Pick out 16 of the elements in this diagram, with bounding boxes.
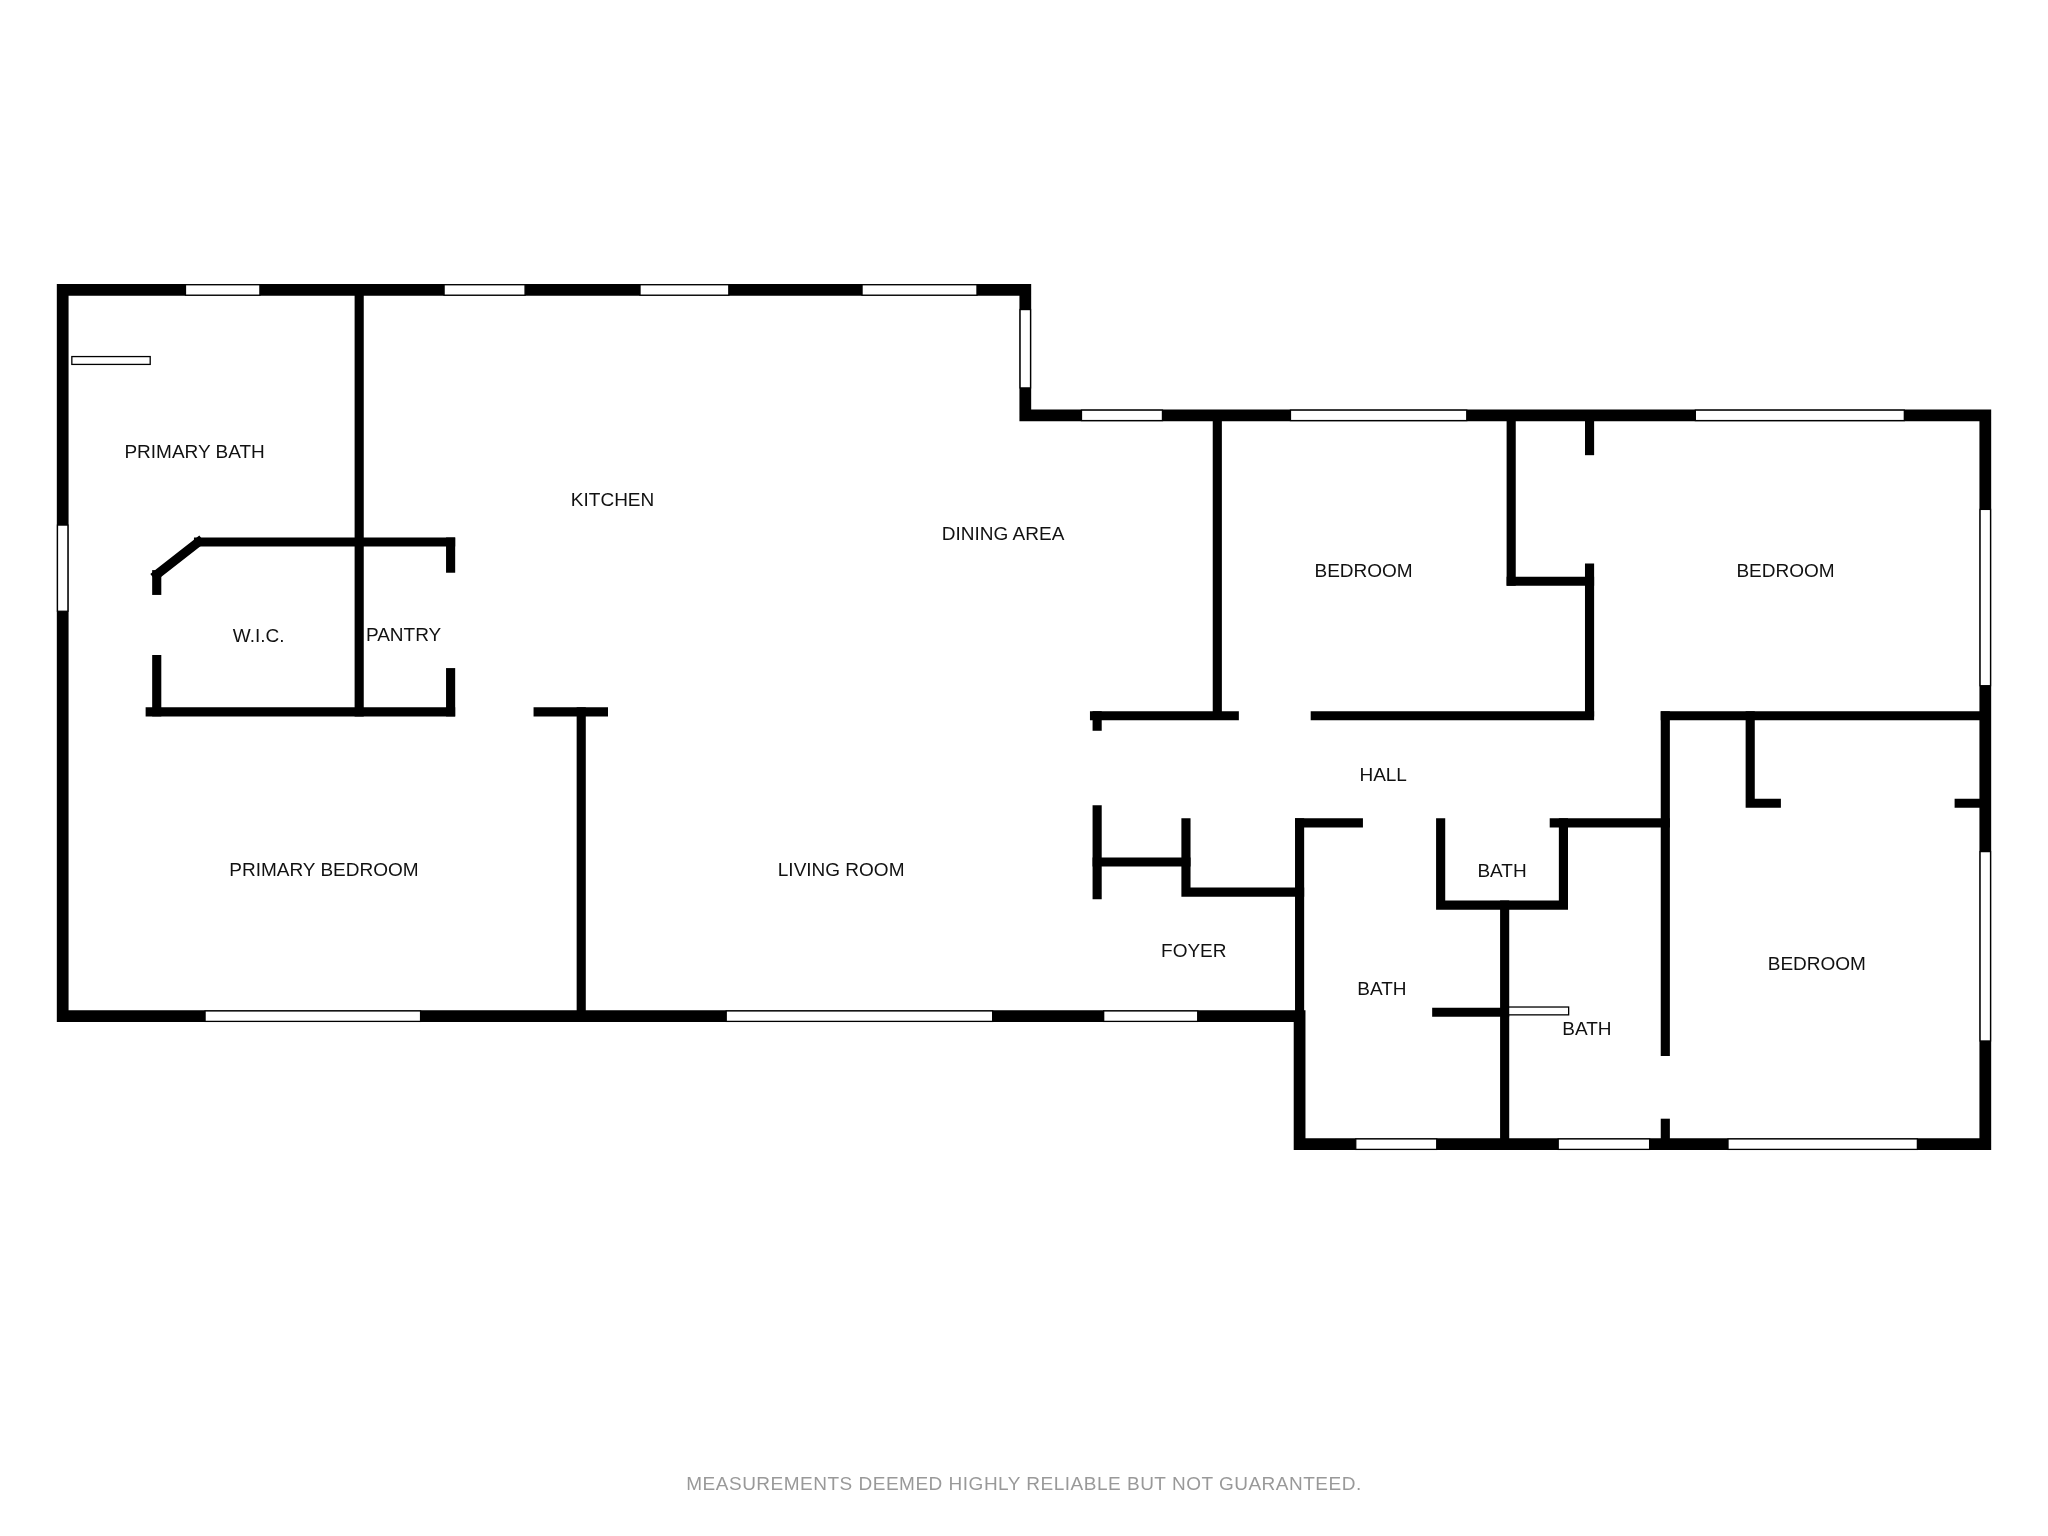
- room-label: KITCHEN: [570, 489, 655, 512]
- room-label: BEDROOM: [1314, 559, 1413, 582]
- room-label: BEDROOM: [1767, 952, 1866, 975]
- room-label: BATH: [1477, 860, 1527, 883]
- room-label: PRIMARY BEDROOM: [229, 858, 419, 881]
- room-label: DINING AREA: [941, 523, 1065, 546]
- room-label: FOYER: [1161, 939, 1227, 962]
- room-label: PRIMARY BATH: [124, 440, 265, 463]
- room-label: HALL: [1359, 763, 1407, 786]
- room-label: LIVING ROOM: [777, 858, 905, 881]
- room-label: W.I.C.: [232, 625, 285, 648]
- room-label: PANTRY: [365, 623, 442, 646]
- disclaimer-caption: MEASUREMENTS DEEMED HIGHLY RELIABLE BUT NOT GUARANTEED.: [686, 1472, 1362, 1495]
- room-label: BEDROOM: [1736, 559, 1835, 582]
- room-label: BATH: [1357, 977, 1407, 1000]
- room-label: BATH: [1562, 1018, 1612, 1041]
